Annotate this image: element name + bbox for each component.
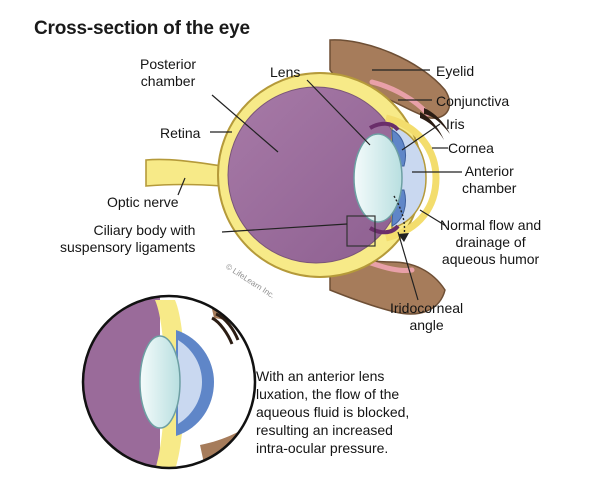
label-cornea: Cornea bbox=[448, 140, 494, 156]
cornea-shape bbox=[385, 114, 440, 242]
label-eyelid: Eyelid bbox=[436, 63, 475, 79]
label-iris: Iris bbox=[446, 116, 465, 132]
label-anterior-chamber: Anterior chamber bbox=[462, 163, 517, 196]
eyelashes bbox=[420, 108, 450, 140]
diagram-title: Cross-section of the eye bbox=[34, 18, 250, 39]
label-retina: Retina bbox=[160, 125, 201, 141]
label-posterior-chamber: Posterior chamber bbox=[140, 56, 197, 89]
leader-lines bbox=[177, 69, 462, 301]
aqueous-flow-arrowhead bbox=[398, 233, 409, 242]
label-conjunctiva: Conjunctiva bbox=[436, 93, 510, 109]
label-lens: Lens bbox=[270, 64, 301, 80]
aqueous-flow-arrow bbox=[393, 195, 406, 237]
label-iridocorneal-angle: Iridocorneal angle bbox=[390, 300, 464, 333]
optic-nerve-shape bbox=[145, 158, 223, 187]
label-ciliary-body: Ciliary body with suspensory ligaments bbox=[60, 222, 196, 255]
ciliary-body-upper bbox=[368, 121, 400, 132]
inset-caption: With an anterior lens luxation, the flow… bbox=[256, 368, 410, 456]
ciliary-body-lower bbox=[368, 224, 400, 235]
label-normal-flow: Normal flow and drainage of aqueous humo… bbox=[440, 217, 542, 267]
label-optic-nerve: Optic nerve bbox=[107, 194, 179, 210]
lens-shape bbox=[353, 133, 403, 223]
inset-circle-border bbox=[81, 294, 257, 470]
ciliary-callout-box bbox=[346, 215, 376, 247]
